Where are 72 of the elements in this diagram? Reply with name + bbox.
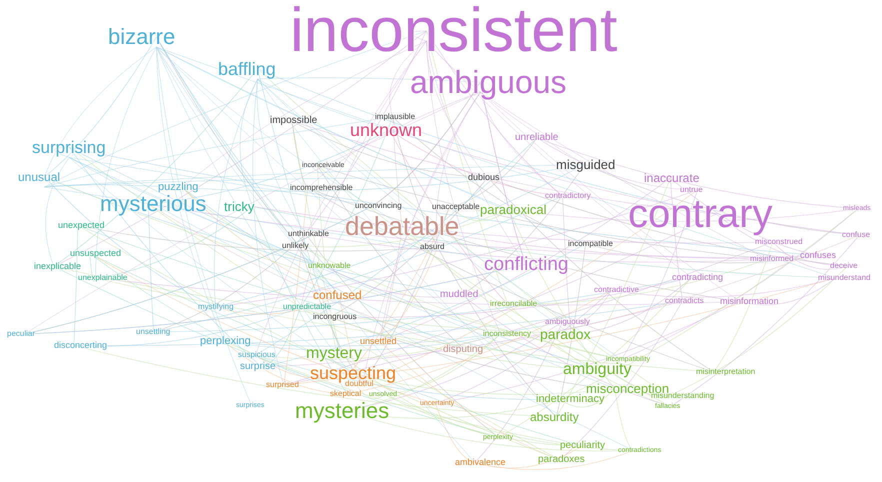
word-label: unreliable — [515, 133, 558, 143]
word-label: misinformed — [750, 255, 794, 263]
word-label: misunderstand — [818, 274, 870, 282]
word-label: ambiguous — [410, 66, 567, 98]
word-label: unsettling — [136, 328, 170, 336]
word-label: absurdity — [530, 411, 579, 423]
word-label: conflicting — [484, 255, 568, 274]
word-label: inexplicable — [34, 262, 82, 271]
word-label: confuse — [842, 231, 870, 239]
word-label: incomprehensible — [290, 184, 353, 192]
word-label: unexpected — [58, 221, 105, 230]
word-label: bizarre — [108, 26, 176, 48]
word-label: inconsistent — [290, 0, 618, 62]
word-label: suspecting — [310, 364, 396, 382]
word-label: unexplainable — [78, 274, 128, 282]
word-label: perplexing — [200, 336, 251, 347]
word-label: ambiguity — [563, 362, 632, 378]
word-label: indeterminacy — [536, 394, 604, 405]
word-label: contradictive — [594, 286, 639, 294]
word-label: puzzling — [158, 182, 198, 193]
word-label: baffling — [218, 60, 276, 78]
word-label: unpredictable — [283, 303, 332, 311]
word-label: deceive — [830, 262, 858, 270]
word-label: inaccurate — [644, 172, 700, 184]
word-label: suspicious — [238, 351, 276, 359]
word-label: surprised — [266, 381, 299, 389]
word-label: contrary — [628, 194, 772, 234]
word-label: incongruous — [313, 313, 357, 321]
word-label: peculiarity — [560, 441, 606, 451]
word-label: misinformation — [720, 297, 779, 306]
word-label: misconstrued — [755, 238, 803, 246]
word-label: skeptical — [330, 390, 362, 398]
word-label: inconsistency — [483, 330, 532, 338]
word-label: misinterpretation — [696, 368, 756, 376]
word-label: paradox — [540, 327, 591, 341]
word-label: surprising — [32, 139, 106, 156]
word-label: ambivalence — [455, 458, 506, 467]
word-label: unknown — [350, 121, 422, 139]
word-label: disconcerting — [54, 341, 108, 350]
word-label: unlikely — [282, 242, 309, 250]
word-label: disputing — [443, 345, 484, 355]
word-label: dubious — [468, 173, 500, 182]
word-label: unsuspected — [70, 249, 122, 258]
word-label: untrue — [680, 186, 703, 194]
word-label: incompatible — [568, 240, 613, 248]
word-label: unthinkable — [288, 230, 329, 238]
word-label: ambiguously — [545, 318, 590, 326]
word-label: tricky — [224, 200, 254, 213]
word-label: misguided — [556, 158, 616, 171]
word-label: unsettled — [360, 337, 397, 346]
word-label: implausible — [375, 113, 416, 121]
word-label: unconvincing — [355, 202, 402, 210]
word-label: unacceptable — [432, 203, 480, 211]
word-label: mystery — [306, 346, 362, 362]
word-label: absurd — [420, 243, 444, 251]
word-label: contradicts — [665, 297, 704, 305]
word-label: mysteries — [295, 400, 390, 422]
word-label: contradictory — [545, 192, 591, 200]
word-label: paradoxical — [480, 203, 546, 216]
word-label: contradicting — [672, 273, 724, 282]
word-label: confused — [313, 289, 362, 301]
word-label: paradoxes — [538, 455, 585, 465]
word-label: unknowable — [308, 262, 351, 270]
word-label: peculiar — [7, 330, 36, 338]
word-label: muddled — [440, 290, 478, 300]
word-label: impossible — [270, 116, 318, 126]
word-label: confuses — [800, 251, 836, 260]
word-label: mystifying — [198, 303, 234, 311]
word-label: unusual — [18, 171, 60, 183]
word-label: irreconcilable — [490, 300, 538, 308]
word-label: surprise — [240, 362, 276, 372]
word-label: mysterious — [100, 193, 206, 215]
